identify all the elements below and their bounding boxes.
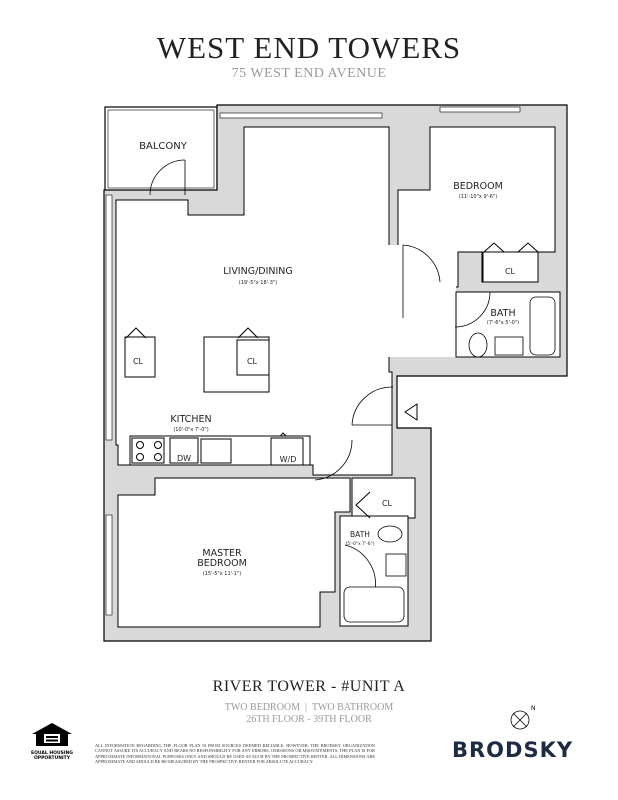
entry-arrow-icon [404,403,418,421]
bedroom-closet [482,251,539,283]
bath1-label: BATH [490,308,515,319]
equal-housing-logo: EQUAL HOUSING OPPORTUNITY [30,722,74,761]
bedroom-label: BEDROOM [453,181,503,192]
windows [105,106,521,616]
closet-label: CL [247,357,258,366]
bath2-label: BATH [350,530,370,539]
bath-fixtures [343,296,556,623]
kitchen-counter [129,435,311,466]
house-icon [32,723,72,746]
eho-line1: EQUAL HOUSING [31,751,73,756]
balcony-area [104,106,218,192]
page-title: WEST END TOWERS [156,30,462,65]
living-dims: (19'-5"x 18'-3") [239,280,278,286]
address: 75 WEST END AVENUE [231,66,387,81]
unit-type: TWO BEDROOM | TWO BATHROOM [224,702,394,713]
washer-dryer [270,437,304,466]
closet-label: CL [133,357,144,366]
closet-label: CL [505,267,516,276]
unit-title: RIVER TOWER - #UNIT A [212,678,406,695]
balcony-label: BALCONY [139,141,188,152]
master-bedroom-room [117,477,351,628]
eho-line2: OPPORTUNITY [33,756,70,761]
living-label: LIVING/DINING [223,266,293,277]
kitchen-label: KITCHEN [170,414,211,425]
dishwasher-label: DW [177,454,191,463]
dishwasher [169,437,199,464]
floor-range: 26TH FLOOR - 39TH FLOOR [246,714,372,725]
brodsky-logo: BRODSKY [452,738,574,762]
bath1-dims: (7'-6"x 5'-0") [487,320,519,326]
compass-icon: N [510,705,536,730]
master-dims: (15'-5"x 11'-1") [203,571,242,577]
washer-dryer-label: W/D [280,455,297,464]
sink-icon [200,438,232,464]
living-dining-room [115,126,393,476]
disclaimer: ALL INFORMATION REGARDING THE FLOOR PLAN… [95,743,375,765]
kitchen-dims: (10'-0"x 7'-0") [173,427,208,433]
closet-label: CL [382,499,393,508]
master-label-2: BEDROOM [197,558,247,569]
bedroom-dims: (11'-10"x 9'-6") [459,194,498,200]
master-label-1: MASTER [202,548,242,559]
hall-closet [351,477,416,519]
living-closet-left [124,336,156,378]
bath2-dims: (5'-0"x 7'-6") [346,541,375,547]
compass-north-label: N [531,705,536,712]
door-swings [149,159,491,591]
